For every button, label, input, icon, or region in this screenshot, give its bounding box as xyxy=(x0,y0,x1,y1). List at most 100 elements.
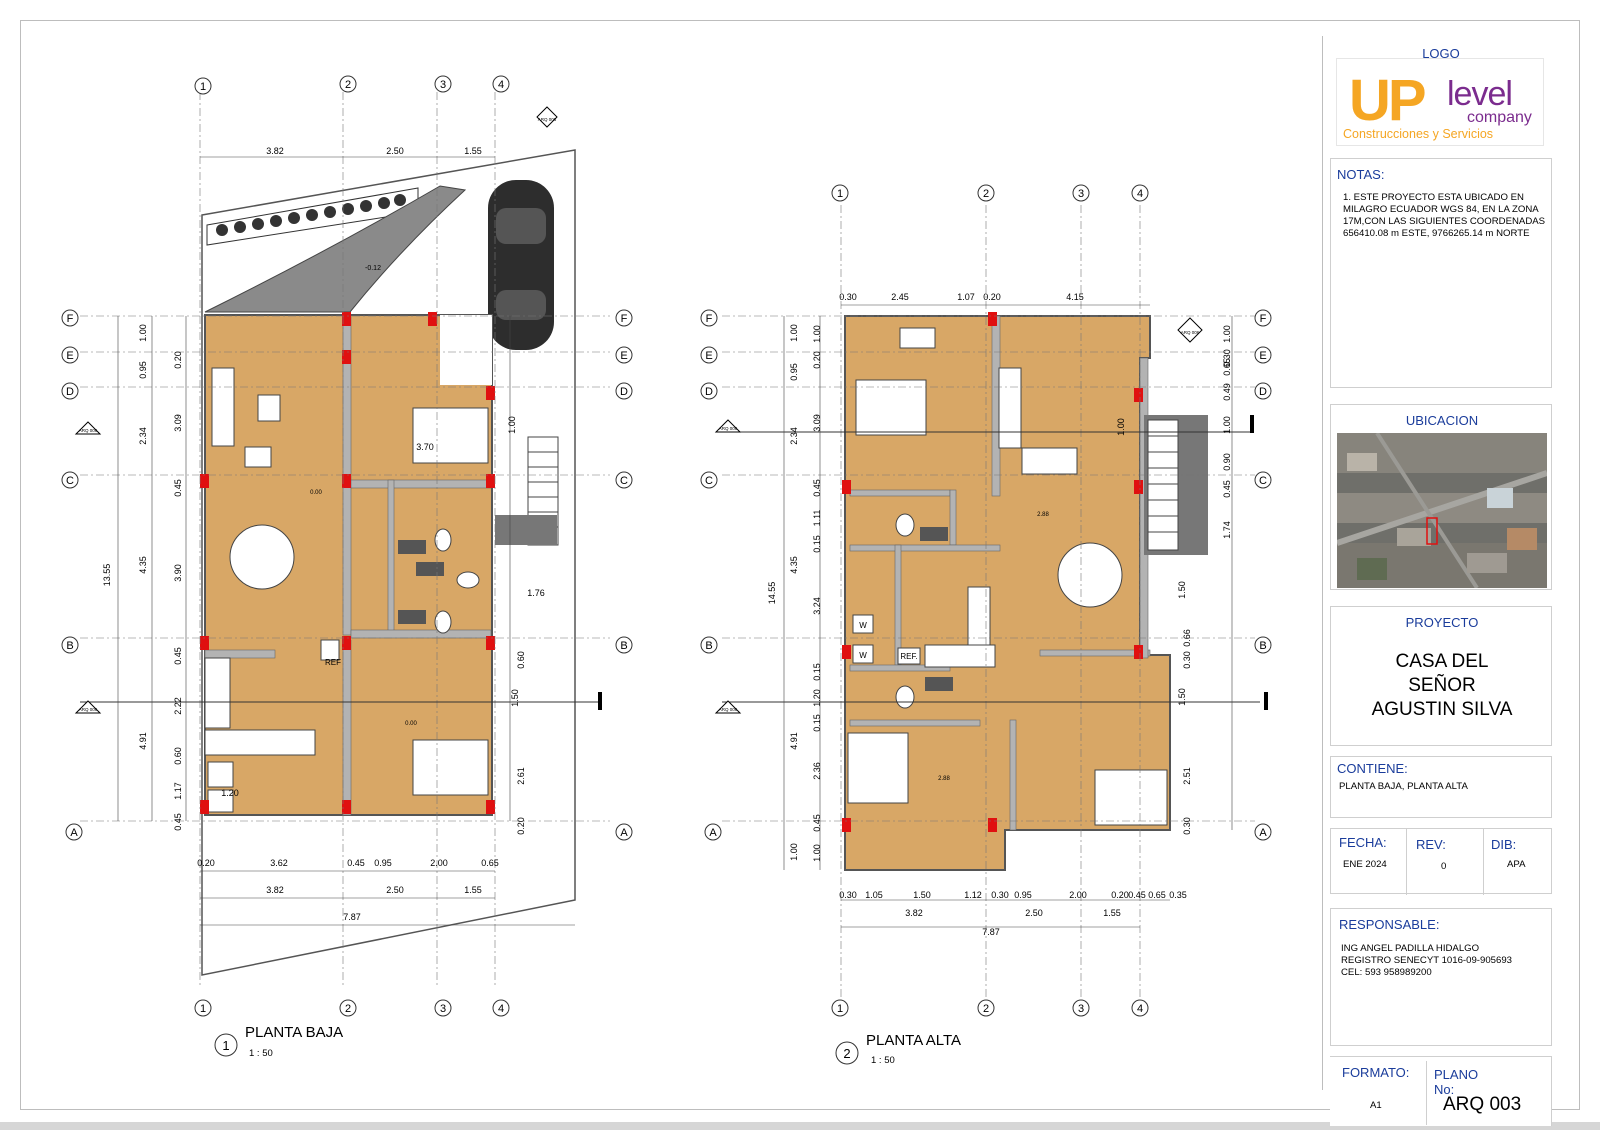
svg-text:1.11: 1.11 xyxy=(812,510,822,527)
svg-text:1.05: 1.05 xyxy=(865,890,883,900)
svg-text:0.20: 0.20 xyxy=(1111,890,1129,900)
svg-text:0.45: 0.45 xyxy=(1128,890,1146,900)
svg-text:0.60: 0.60 xyxy=(173,747,183,765)
svg-text:D: D xyxy=(620,386,628,398)
svg-text:1: 1 xyxy=(837,188,843,200)
svg-text:1.50: 1.50 xyxy=(1177,688,1187,706)
date-rev-panel: FECHA: ENE 2024 REV: 0 DIB: APA xyxy=(1330,828,1552,895)
svg-text:E: E xyxy=(66,350,73,362)
svg-text:0.45: 0.45 xyxy=(173,479,183,497)
svg-text:0.65: 0.65 xyxy=(1148,890,1166,900)
svg-text:1.50: 1.50 xyxy=(913,890,931,900)
ground-view-title: 1 PLANTA BAJA 1 : 50 xyxy=(214,1024,343,1059)
svg-text:1 : 50: 1 : 50 xyxy=(871,1055,895,1066)
svg-text:ARQ 006: ARQ 006 xyxy=(719,707,738,712)
svg-text:0.45: 0.45 xyxy=(173,647,183,665)
svg-text:13.55: 13.55 xyxy=(102,564,112,587)
svg-text:1.74: 1.74 xyxy=(1222,521,1232,539)
svg-text:0.20: 0.20 xyxy=(983,292,1001,302)
svg-text:0.15: 0.15 xyxy=(812,663,822,681)
svg-text:1.76: 1.76 xyxy=(527,588,545,598)
svg-text:0.20: 0.20 xyxy=(516,817,526,835)
responsible-line3: CEL: 593 958989200 xyxy=(1341,967,1432,978)
svg-text:3.62: 3.62 xyxy=(270,858,288,868)
svg-text:4: 4 xyxy=(1137,1003,1143,1015)
svg-text:A: A xyxy=(620,827,628,839)
svg-text:C: C xyxy=(1259,475,1267,487)
svg-text:2.88: 2.88 xyxy=(1037,512,1049,518)
svg-text:C: C xyxy=(66,475,74,487)
svg-text:1.00: 1.00 xyxy=(812,844,822,862)
svg-text:1.12: 1.12 xyxy=(964,890,982,900)
notes-panel: NOTAS: 1. ESTE PROYECTO ESTA UBICADO EN … xyxy=(1330,158,1552,388)
svg-text:2.00: 2.00 xyxy=(430,858,448,868)
ground-grid-bubbles-top: 1 2 3 4 xyxy=(194,75,510,95)
svg-text:A: A xyxy=(70,827,78,839)
format-value: A1 xyxy=(1370,1100,1382,1111)
svg-text:2.45: 2.45 xyxy=(891,292,909,302)
svg-text:C: C xyxy=(705,475,713,487)
location-panel: UBICACION xyxy=(1330,404,1552,590)
svg-text:1.07: 1.07 xyxy=(957,292,975,302)
svg-text:7.87: 7.87 xyxy=(343,912,361,922)
svg-text:ARQ 006: ARQ 006 xyxy=(1181,330,1200,335)
svg-text:0.00: 0.00 xyxy=(310,490,322,496)
driveway-ramp xyxy=(204,185,467,313)
upper-view-title: 2 PLANTA ALTA 1 : 50 xyxy=(835,1032,961,1066)
svg-text:C: C xyxy=(620,475,628,487)
svg-text:D: D xyxy=(1259,386,1267,398)
svg-text:1: 1 xyxy=(200,1003,206,1015)
contents-panel: CONTIENE: PLANTA BAJA, PLANTA ALTA xyxy=(1330,756,1552,818)
responsible-line1: ING ANGEL PADILLA HIDALGO xyxy=(1341,943,1480,954)
logo-label: LOGO xyxy=(1422,46,1460,61)
svg-text:1: 1 xyxy=(222,1038,229,1053)
svg-text:PLANTA ALTA: PLANTA ALTA xyxy=(866,1032,961,1049)
svg-text:1.00: 1.00 xyxy=(1116,418,1126,436)
svg-text:3.24: 3.24 xyxy=(812,597,822,615)
svg-text:1.00: 1.00 xyxy=(789,324,799,342)
svg-text:0.66: 0.66 xyxy=(1182,629,1192,647)
project-panel: PROYECTO CASA DEL SEÑOR AGUSTIN SILVA xyxy=(1330,606,1552,746)
project-name-line3: AGUSTIN SILVA xyxy=(1371,699,1513,720)
date-value: ENE 2024 xyxy=(1343,859,1387,870)
svg-text:0.90: 0.90 xyxy=(1222,453,1232,471)
floor-plans-canvas: 1 2 3 4 1 2 3 4 F E D C xyxy=(61,75,1272,1066)
svg-text:F: F xyxy=(621,313,628,325)
svg-text:1: 1 xyxy=(837,1003,843,1015)
svg-text:3.90: 3.90 xyxy=(173,564,183,582)
svg-text:ARQ 006: ARQ 006 xyxy=(538,117,557,122)
svg-text:3.82: 3.82 xyxy=(266,885,284,895)
svg-text:4.91: 4.91 xyxy=(789,732,799,750)
logo-company-text: company xyxy=(1467,109,1532,126)
svg-text:E: E xyxy=(1259,350,1266,362)
plan-upper-floor: 1 2 3 4 1 2 3 4 F E D C xyxy=(700,184,1272,1066)
svg-text:A: A xyxy=(709,827,717,839)
svg-text:3.82: 3.82 xyxy=(266,146,284,156)
ground-grid-bubbles-right: F E D C B A xyxy=(615,309,633,841)
svg-text:F: F xyxy=(67,313,74,325)
svg-text:F: F xyxy=(1260,313,1267,325)
svg-text:A: A xyxy=(1259,827,1267,839)
svg-text:0.95: 0.95 xyxy=(138,361,148,379)
svg-text:2.50: 2.50 xyxy=(386,146,404,156)
svg-text:REF: REF xyxy=(325,658,341,667)
svg-text:3.70: 3.70 xyxy=(416,442,434,452)
rev-title: REV: xyxy=(1416,837,1446,852)
svg-text:3: 3 xyxy=(440,1003,446,1015)
svg-text:3.82: 3.82 xyxy=(905,908,923,918)
location-title: UBICACION xyxy=(1405,413,1479,428)
svg-text:3: 3 xyxy=(1078,188,1084,200)
svg-text:0.45: 0.45 xyxy=(1222,480,1232,498)
date-title: FECHA: xyxy=(1339,835,1387,850)
svg-text:E: E xyxy=(705,350,712,362)
svg-text:2: 2 xyxy=(983,1003,989,1015)
upper-columns xyxy=(842,312,1143,832)
ground-columns xyxy=(200,312,495,814)
svg-text:3: 3 xyxy=(1078,1003,1084,1015)
upper-floor-slab xyxy=(844,315,1171,871)
svg-text:4: 4 xyxy=(498,79,504,91)
svg-text:B: B xyxy=(620,640,627,652)
svg-text:0.30: 0.30 xyxy=(991,890,1009,900)
svg-text:3.09: 3.09 xyxy=(812,414,822,432)
bottom-bar xyxy=(0,1122,1600,1130)
